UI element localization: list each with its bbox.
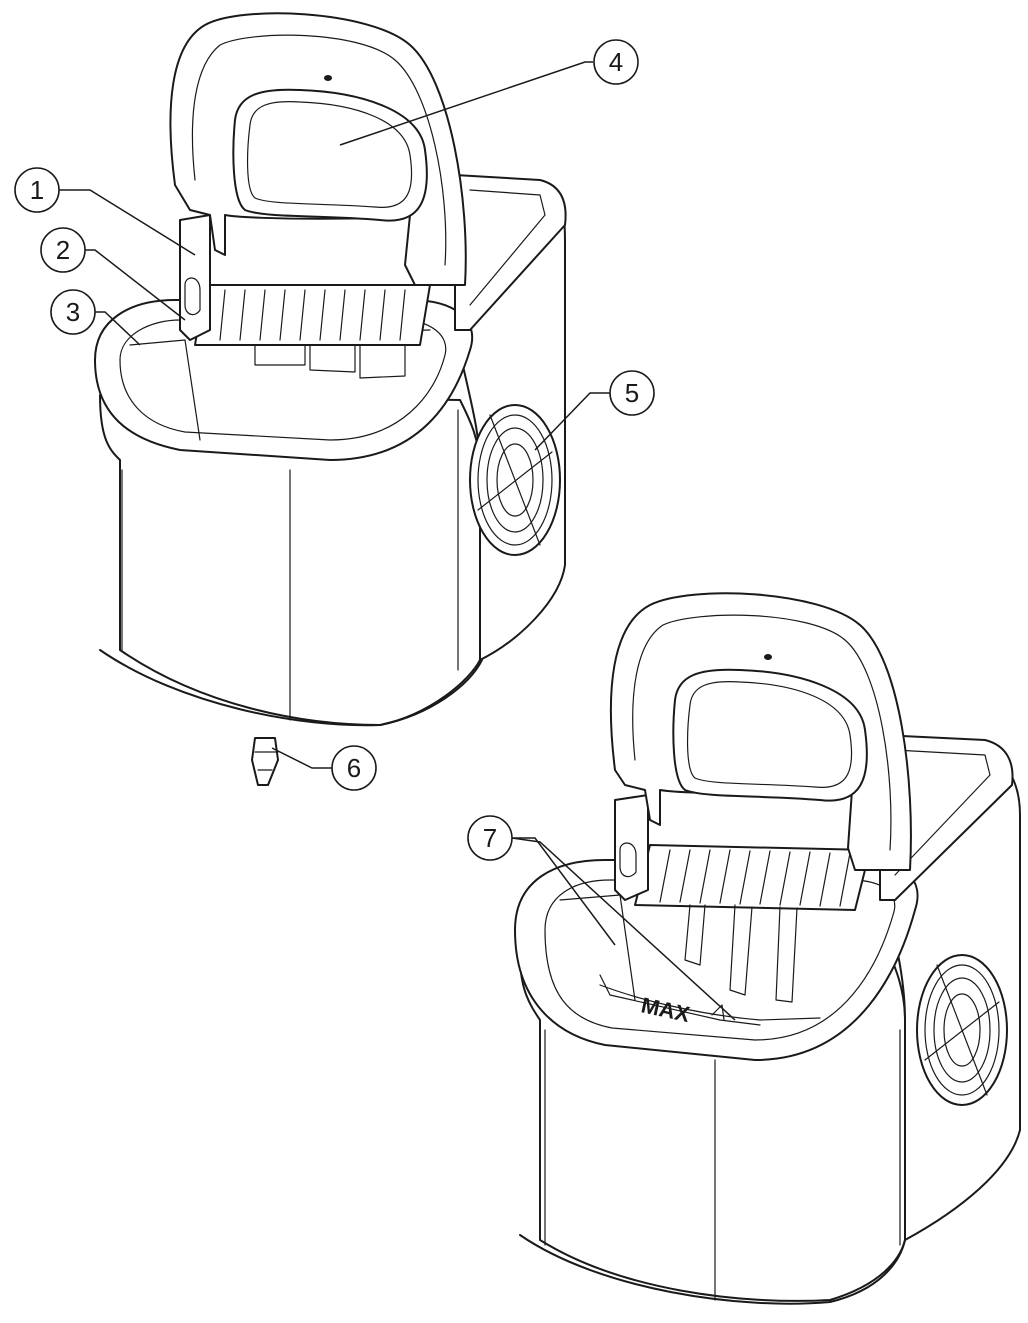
callout-3: 3 xyxy=(50,289,96,335)
ice-maker-top-view xyxy=(94,12,567,786)
ice-basket-tray xyxy=(194,284,431,346)
svg-text:5: 5 xyxy=(625,378,639,408)
callout-1: 1 xyxy=(14,167,60,213)
svg-text:4: 4 xyxy=(609,47,623,77)
leader-lines xyxy=(58,61,736,1021)
svg-text:7: 7 xyxy=(483,823,497,853)
callout-6: 6 xyxy=(331,745,377,791)
svg-text:2: 2 xyxy=(56,235,70,265)
callout-4: 4 xyxy=(593,39,639,85)
svg-text:3: 3 xyxy=(66,297,80,327)
svg-text:1: 1 xyxy=(30,175,44,205)
ice-maker-bottom-view: MAX xyxy=(514,592,1021,1305)
callout-2: 2 xyxy=(40,227,86,273)
lid-window xyxy=(672,668,868,802)
svg-text:6: 6 xyxy=(347,753,361,783)
fan-grille-icon xyxy=(469,404,561,556)
lid-window xyxy=(232,88,428,222)
callout-7: 7 xyxy=(467,815,513,861)
drain-plug-icon xyxy=(251,737,279,786)
fan-grille-icon xyxy=(916,954,1008,1106)
callout-5: 5 xyxy=(609,370,655,416)
ice-basket-tray xyxy=(634,844,871,911)
